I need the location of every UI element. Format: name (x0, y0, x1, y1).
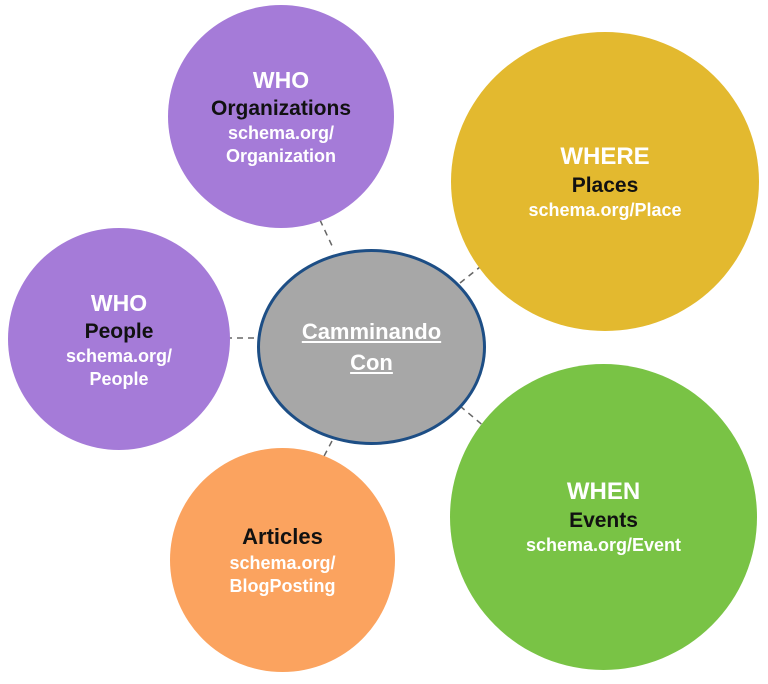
node-label: Organizations (210, 97, 352, 120)
node-label: Articles (242, 524, 323, 549)
node-heading: WHO (252, 67, 310, 93)
schema-text: schema.org/Place (528, 199, 682, 220)
node-where-places[interactable]: WHERE Places schema.org/Place (451, 32, 759, 331)
connector-organizations (319, 219, 335, 251)
node-heading: WHERE (560, 142, 650, 170)
connector-events (459, 405, 487, 429)
schema-text: schema.org/ (227, 123, 335, 143)
node-who-organizations[interactable]: WHO Organizations schema.org/ Organizati… (168, 5, 394, 228)
node-heading: WHEN (566, 478, 641, 505)
node-label: Places (571, 173, 639, 197)
schema-text: People (89, 368, 149, 389)
node-when-events[interactable]: WHEN Events schema.org/Event (450, 364, 757, 670)
connector-places (459, 266, 481, 284)
connector-articles (321, 440, 333, 461)
node-label: People (84, 319, 154, 343)
schema-text: Organization (225, 146, 336, 166)
node-heading: WHO (90, 289, 148, 316)
node-who-people[interactable]: WHO People schema.org/ People (8, 228, 230, 450)
schema-text: schema.org/ (229, 553, 336, 573)
center-title-line2[interactable]: Con (350, 350, 393, 375)
center-title-line1[interactable]: Camminando (301, 319, 442, 344)
node-label: Events (569, 509, 638, 532)
node-articles[interactable]: Articles schema.org/ BlogPosting (170, 448, 395, 672)
schema-text: schema.org/Event (525, 535, 682, 555)
center-node[interactable]: Camminando Con (257, 249, 486, 445)
schema-text: BlogPosting (229, 576, 336, 596)
schema-text: schema.org/ (65, 345, 173, 366)
